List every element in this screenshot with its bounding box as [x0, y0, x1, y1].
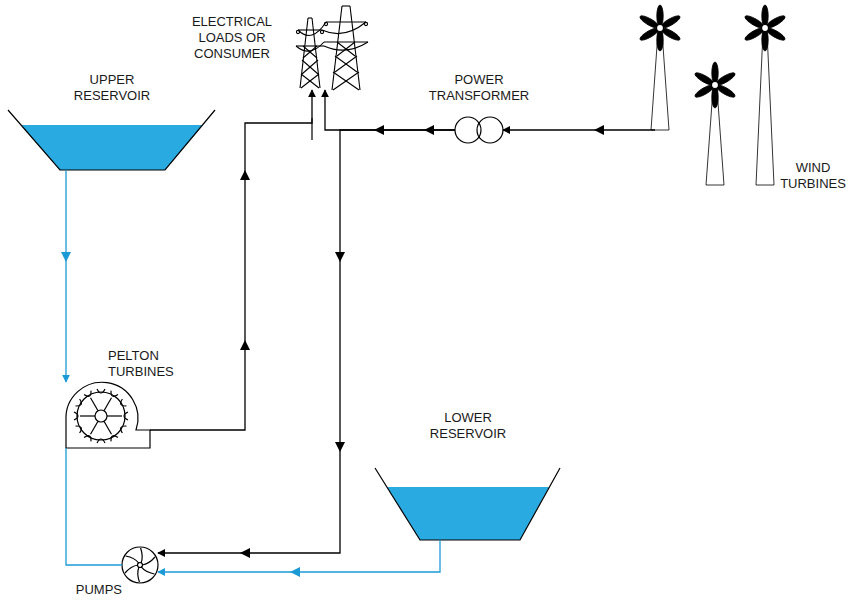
component-label: WIND TURBINES [778, 160, 848, 192]
drawing-circle [477, 117, 503, 143]
drawing-circle [296, 30, 299, 33]
drawing-circle [364, 22, 367, 25]
runner-bucket [74, 412, 78, 420]
pump-blades [125, 548, 155, 582]
drawing-use [693, 62, 736, 108]
runner-spoke [107, 415, 122, 416]
drawing-line [302, 60, 318, 74]
component-node: POWER TRANSFORMER [455, 117, 503, 143]
runner-spoke [91, 421, 99, 434]
runner-bucket [97, 389, 105, 393]
drawing-g [66, 90, 655, 572]
runner-bucket [76, 399, 83, 408]
water-pipe [158, 540, 440, 572]
runner-bucket [119, 424, 126, 433]
drawing-line [303, 46, 317, 58]
drawing-line [301, 74, 319, 88]
drawing-line [333, 72, 359, 90]
component-label: LOWER RESERVOIR [418, 410, 518, 442]
drawing-polygon [21, 125, 203, 170]
pelton-turbine [66, 382, 150, 448]
pump-blade [141, 563, 154, 578]
drawing-path [298, 22, 326, 35]
component-node: PELTON TURBINES [60, 382, 150, 448]
drawing-circle [324, 22, 327, 25]
drawing-line [302, 60, 318, 74]
component-label: PELTON TURBINES [108, 348, 188, 380]
component-node: ELECTRICAL LOADS OR CONSUMER [298, 5, 362, 90]
drawing-path [66, 382, 150, 448]
component-node: LOWER RESERVOIR [375, 468, 560, 540]
pump-blade [133, 567, 146, 582]
runner-bucket [76, 424, 83, 433]
flow-arrowhead [240, 125, 604, 558]
drawing-use [743, 5, 786, 51]
component-label: ELECTRICAL LOADS OR CONSUMER [186, 14, 278, 62]
drawing-circle [95, 410, 107, 422]
runner-bucket [84, 391, 93, 398]
drawing-path [324, 42, 368, 50]
drawing-line [333, 72, 359, 90]
component-label: UPPER RESERVOIR [62, 72, 162, 104]
power-line [150, 90, 312, 430]
runner-buckets [74, 389, 128, 443]
runner-spoke [104, 421, 112, 434]
drawing-line [335, 56, 357, 72]
drawing-line [298, 29, 322, 30]
component-label: PUMPS [70, 582, 122, 598]
water-pipe [65, 170, 66, 382]
drawing-line [303, 46, 317, 58]
drawing-circle [122, 547, 158, 583]
upper-reservoir [8, 110, 215, 170]
drawing-line [326, 21, 366, 22]
pump-blade [126, 552, 139, 567]
runner-bucket [109, 434, 118, 441]
drawing-circle [77, 392, 125, 440]
pump-blade [142, 557, 155, 565]
water-flow-arrowhead [61, 252, 300, 577]
drawing-line [308, 17, 312, 18]
pump-blade [134, 548, 147, 563]
component-node: WIND TURBINES [655, 5, 790, 188]
runner-spoke [80, 415, 95, 416]
lower-reservoir [375, 468, 560, 540]
pump-symbol [122, 547, 158, 583]
drawing-circle [320, 30, 323, 33]
drawing-polyline [375, 468, 560, 540]
power-line [158, 130, 455, 553]
wind-turbine [638, 5, 786, 185]
runner-spoke [104, 398, 112, 411]
runner-bucket [109, 391, 118, 398]
drawing-path [296, 42, 324, 51]
runner-bucket [124, 412, 128, 420]
pump-blade [125, 565, 138, 573]
drawing-path [322, 22, 366, 34]
water-pipe [66, 448, 122, 565]
runner-bucket [119, 399, 126, 408]
drawing-polyline [8, 110, 215, 170]
runner-bucket [97, 439, 105, 443]
drawing-use [638, 5, 681, 51]
drawing-line [342, 5, 350, 6]
component-node: PUMPS [122, 547, 158, 583]
drawing-line [312, 18, 320, 88]
runner-spoke [91, 398, 99, 411]
component-node: UPPER RESERVOIR [8, 110, 215, 170]
runner-bucket [84, 434, 93, 441]
drawing-line [335, 56, 357, 72]
transformer-symbol [455, 117, 503, 143]
transmission-tower [296, 6, 368, 90]
drawing-line [301, 74, 319, 88]
component-label: POWER TRANSFORMER [426, 72, 532, 104]
drawing-polygon [756, 32, 774, 185]
power-line [503, 129, 655, 130]
drawing-line [300, 18, 308, 88]
drawing-line [324, 41, 368, 42]
